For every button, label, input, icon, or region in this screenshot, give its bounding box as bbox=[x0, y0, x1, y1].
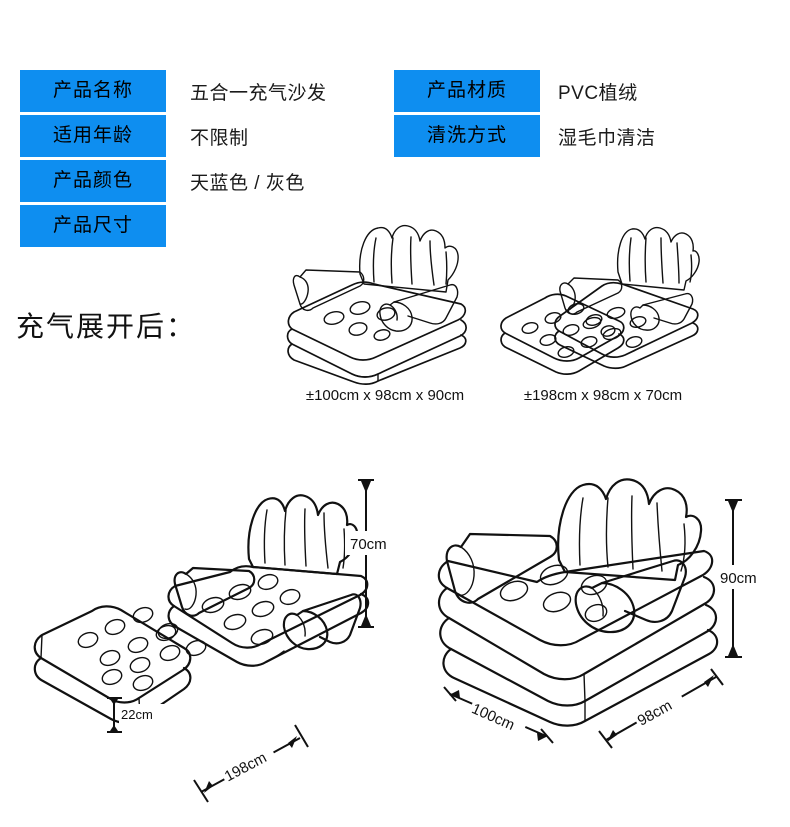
thumbnail-armchair: ±100cm x 98cm x 90cm bbox=[278, 222, 488, 404]
spec-value-product-name: 五合一充气沙发 bbox=[190, 82, 327, 104]
spec-table-right: 产品材质 PVC植绒 清洗方式 湿毛巾清洁 bbox=[394, 70, 656, 160]
armchair-thumbnail-drawing bbox=[286, 224, 467, 385]
bed-mode-drawing: 70cm 198cm 22cm bbox=[33, 479, 397, 803]
spec-row: 清洗方式 湿毛巾清洁 bbox=[394, 115, 656, 157]
spec-label-cleaning: 清洗方式 bbox=[394, 115, 540, 157]
dimension-label-thickness: 22cm bbox=[121, 707, 153, 722]
spec-table-left: 产品名称 五合一充气沙发 适用年龄 不限制 产品颜色 天蓝色 / 灰色 产品尺寸 bbox=[20, 70, 327, 250]
spec-row: 产品颜色 天蓝色 / 灰色 bbox=[20, 160, 327, 202]
spec-label-size: 产品尺寸 bbox=[20, 205, 166, 247]
spec-value-age-range: 不限制 bbox=[190, 127, 249, 149]
caption-bed: ±198cm x 98cm x 70cm bbox=[523, 387, 683, 404]
spec-row: 产品名称 五合一充气沙发 bbox=[20, 70, 327, 112]
dimension-label-height: 90cm bbox=[720, 570, 757, 587]
spec-row: 适用年龄 不限制 bbox=[20, 115, 327, 157]
spec-label-product-name: 产品名称 bbox=[20, 70, 166, 112]
diagram-bed-mode: 70cm 198cm 22cm bbox=[0, 455, 400, 803]
spec-row: 产品尺寸 bbox=[20, 205, 327, 247]
dimension-label-height: 70cm bbox=[350, 536, 387, 553]
armchair-mode-drawing: 90cm 100cm 98cm bbox=[437, 478, 772, 749]
thumbnail-bed: ±198cm x 98cm x 70cm bbox=[496, 224, 702, 404]
spec-value-material: PVC植绒 bbox=[558, 82, 638, 104]
spec-value-color: 天蓝色 / 灰色 bbox=[190, 172, 305, 194]
spec-label-age-range: 适用年龄 bbox=[20, 115, 166, 157]
caption-armchair: ±100cm x 98cm x 90cm bbox=[305, 387, 465, 404]
spec-value-cleaning: 湿毛巾清洁 bbox=[558, 127, 656, 149]
section-heading: 充气展开后： bbox=[16, 311, 197, 342]
diagram-armchair-mode: 90cm 100cm 98cm bbox=[420, 465, 790, 765]
spec-row: 产品材质 PVC植绒 bbox=[394, 70, 656, 112]
spec-label-material: 产品材质 bbox=[394, 70, 540, 112]
bed-thumbnail-drawing bbox=[500, 226, 700, 375]
spec-label-color: 产品颜色 bbox=[20, 160, 166, 202]
